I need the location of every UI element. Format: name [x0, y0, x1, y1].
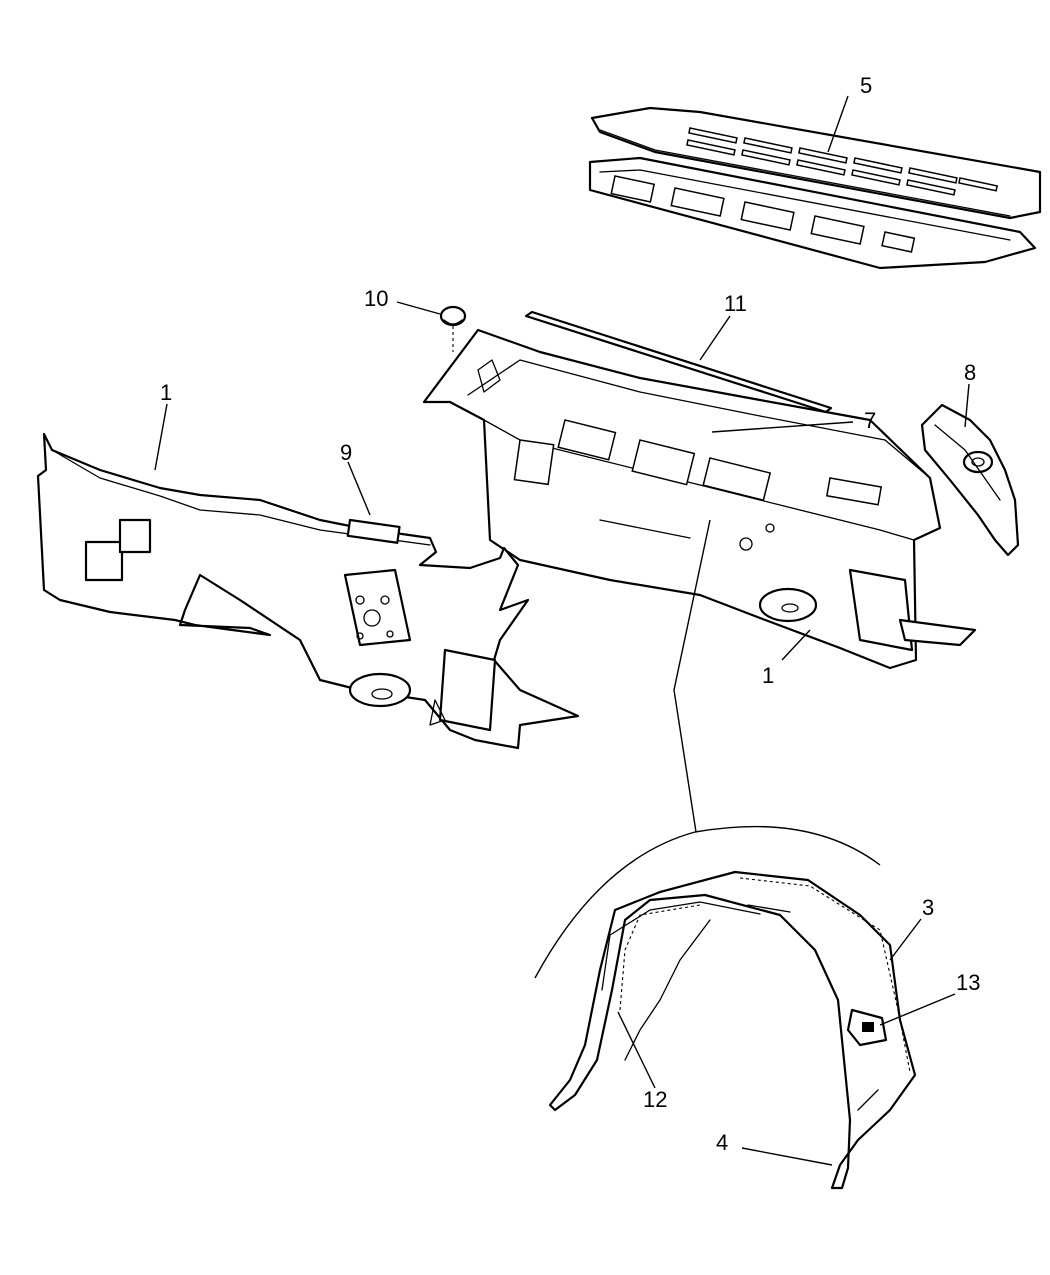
callout-8: 8 [964, 360, 976, 385]
callout-5: 5 [860, 73, 872, 98]
wheelhouse-detail-part [548, 870, 917, 1190]
side-bracket-part [920, 403, 1020, 557]
callout-1-right: 1 [762, 663, 774, 688]
detail-view-indicator [534, 519, 881, 979]
callout-13: 13 [956, 970, 980, 995]
callout-4: 4 [716, 1130, 728, 1155]
callout-1-left: 1 [160, 380, 172, 405]
cowl-seal-strip-part [524, 310, 833, 414]
callout-11: 11 [724, 291, 747, 316]
callout-10: 10 [364, 286, 388, 311]
callout-3: 3 [922, 895, 934, 920]
callout-7: 7 [864, 408, 876, 433]
callout-12: 12 [643, 1087, 667, 1112]
callout-9: 9 [340, 440, 352, 465]
dash-silencer-part [36, 432, 580, 750]
cowl-grille-panel-part [588, 106, 1042, 270]
cowl-panel-assembly-part [422, 328, 977, 670]
plug-part [439, 305, 467, 352]
leader-lines [154, 95, 970, 1166]
